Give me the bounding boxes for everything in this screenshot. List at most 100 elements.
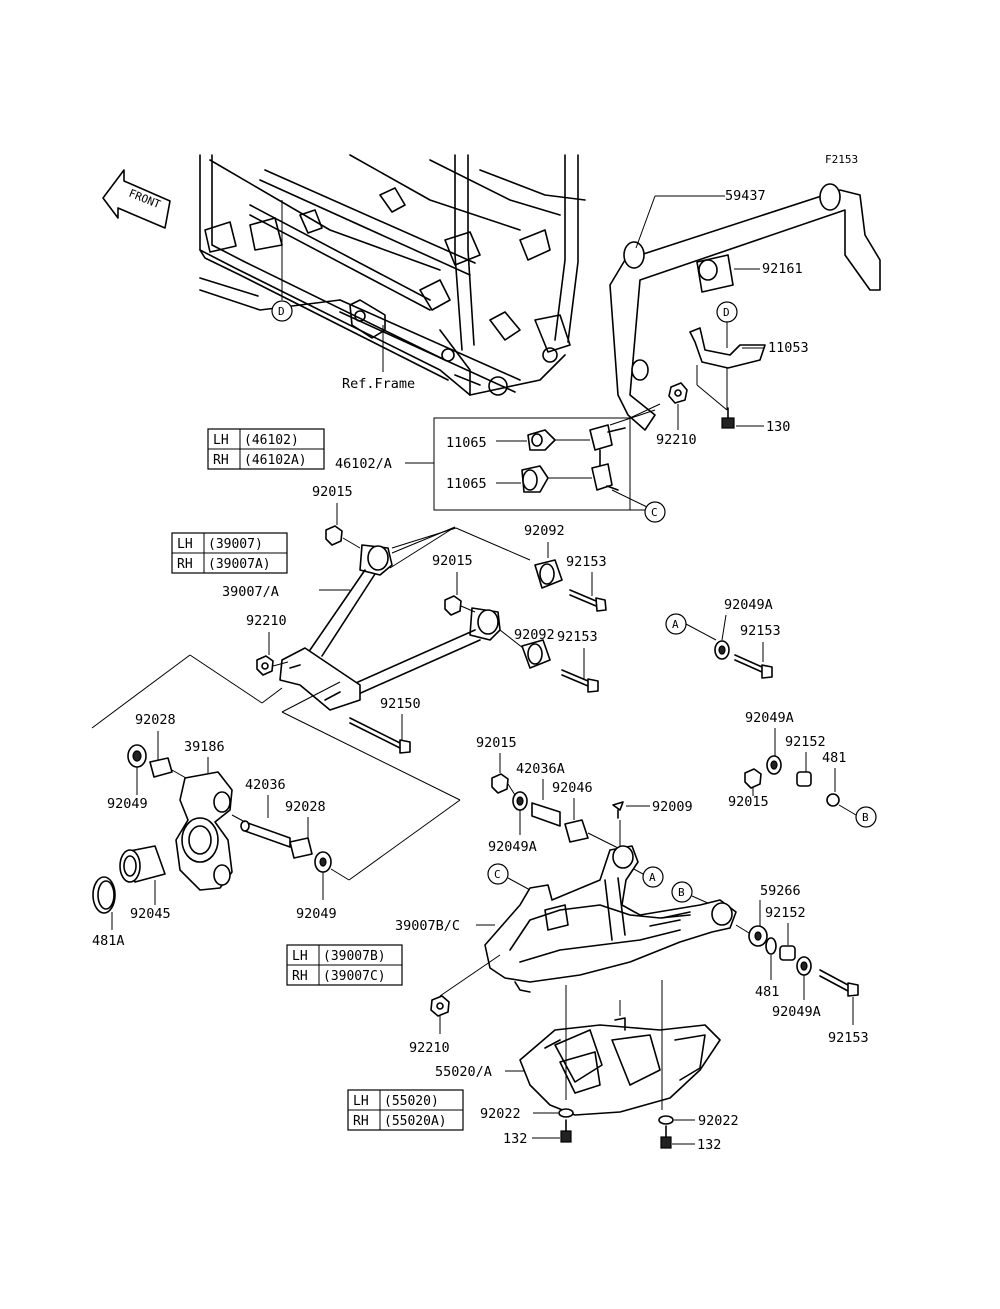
bushing-92046 — [564, 819, 589, 843]
label-92049A-d: 92049A — [772, 1004, 821, 1020]
bushing-92092-a — [534, 559, 563, 589]
bolt-92153-d — [819, 969, 859, 997]
svg-text:RH: RH — [177, 557, 193, 572]
bolt-92153-a — [569, 589, 607, 612]
collar-92028-a — [149, 757, 173, 778]
svg-text:RH: RH — [213, 453, 229, 468]
boot-11065-b — [521, 465, 549, 493]
grease-nipple-92009 — [612, 801, 624, 819]
skid-plate-55020 — [519, 1017, 721, 1116]
svg-text:LH: LH — [177, 537, 193, 552]
svg-text:A: A — [649, 871, 656, 884]
bolt-92153-c — [734, 654, 773, 679]
stabilizer-link — [589, 424, 626, 491]
ref-circle-c-link: C — [644, 501, 666, 523]
svg-text:A: A — [672, 618, 679, 631]
svg-text:(39007C): (39007C) — [323, 969, 386, 984]
nut-92015-c — [744, 768, 762, 789]
label-92049A-a: 92049A — [724, 597, 773, 613]
label-42036: 42036 — [245, 777, 286, 793]
svg-text:(55020): (55020) — [384, 1094, 439, 1109]
figure-code: F2153 — [825, 153, 858, 166]
label-92161: 92161 — [762, 261, 803, 277]
label-92046: 92046 — [552, 780, 593, 796]
label-92015-b: 92015 — [432, 553, 473, 569]
boot-11065-a — [527, 429, 556, 451]
front-arrow-icon: FRONT — [102, 169, 171, 229]
svg-text:(39007A): (39007A) — [208, 557, 271, 572]
svg-text:(55020A): (55020A) — [384, 1114, 447, 1129]
svg-text:(39007): (39007) — [208, 537, 263, 552]
ref-circle-d-clamp: D — [716, 301, 738, 323]
label-59437: 59437 — [725, 188, 766, 204]
label-92152-b: 92152 — [765, 905, 806, 921]
label-92049A-b: 92049A — [745, 710, 794, 726]
label-92092-a: 92092 — [524, 523, 565, 539]
nut-92210-bot — [430, 995, 450, 1017]
seal-92049A-a — [714, 640, 730, 660]
label-92049-b: 92049 — [296, 906, 337, 922]
ref-frame-label: Ref.Frame — [342, 376, 415, 392]
label-11065-a: 11065 — [446, 435, 487, 451]
collar-92152-b — [779, 945, 796, 961]
circlip-481A — [92, 876, 116, 914]
svg-text:D: D — [278, 305, 285, 318]
seal-92049A-d — [796, 956, 812, 976]
label-92028-b: 92028 — [285, 799, 326, 815]
label-39186: 39186 — [184, 739, 225, 755]
label-39007A: 39007/A — [222, 584, 279, 600]
svg-text:B: B — [862, 811, 869, 824]
label-92028-a: 92028 — [135, 712, 176, 728]
label-92015-a: 92015 — [312, 484, 353, 500]
label-132-a: 132 — [503, 1131, 527, 1147]
ref-circle-a-lower: A — [642, 866, 664, 888]
bushing-92092-b — [521, 639, 551, 669]
circlip-481-a — [826, 793, 840, 807]
label-130: 130 — [766, 419, 790, 435]
label-59266: 59266 — [760, 883, 801, 899]
nut-92015-b — [444, 595, 462, 616]
collar-59266 — [748, 925, 768, 947]
label-481-b: 481 — [755, 984, 779, 1000]
label-55020A: 55020/A — [435, 1064, 492, 1080]
label-92009: 92009 — [652, 799, 693, 815]
knuckle-39186 — [175, 771, 233, 891]
bolt-130 — [721, 407, 735, 429]
clamp-11053 — [689, 327, 766, 369]
label-46102A: 46102/A — [335, 456, 392, 472]
sleeve-42036 — [240, 820, 291, 848]
label-92153-b: 92153 — [557, 629, 598, 645]
svg-text:C: C — [494, 868, 501, 881]
bolt-92150 — [349, 717, 411, 754]
bushing-92161 — [696, 254, 734, 293]
ref-circle-d-frame: D — [271, 300, 293, 322]
nut-92210-top — [668, 382, 688, 404]
svg-text:LH: LH — [353, 1094, 369, 1109]
label-92015-d: 92015 — [476, 735, 517, 751]
label-92210-mid: 92210 — [246, 613, 287, 629]
label-92153-d: 92153 — [828, 1030, 869, 1046]
label-92049-a: 92049 — [107, 796, 148, 812]
table-39007: LH (39007) RH (39007A) — [171, 532, 288, 574]
lower-a-arm — [484, 845, 737, 993]
ref-circle-c-lower: C — [487, 863, 509, 885]
svg-text:(46102): (46102) — [244, 433, 299, 448]
svg-text:RH: RH — [292, 969, 308, 984]
label-481A: 481A — [92, 933, 125, 949]
label-132-b: 132 — [697, 1137, 721, 1153]
label-92092-b: 92092 — [514, 627, 555, 643]
washer-92022-b — [658, 1115, 674, 1125]
frame-illustration — [199, 154, 586, 396]
label-92153-c: 92153 — [740, 623, 781, 639]
label-39007BC: 39007B/C — [395, 918, 460, 934]
table-46102: LH (46102) RH (46102A) — [207, 428, 325, 470]
stabilizer-bar — [609, 183, 881, 431]
label-92150: 92150 — [380, 696, 421, 712]
nut-92015-d — [491, 773, 509, 794]
seal-92049A-c — [512, 791, 528, 811]
label-92022-b: 92022 — [698, 1113, 739, 1129]
label-92210-top: 92210 — [656, 432, 697, 448]
seal-92049-a — [127, 744, 147, 768]
label-92049A-c: 92049A — [488, 839, 537, 855]
